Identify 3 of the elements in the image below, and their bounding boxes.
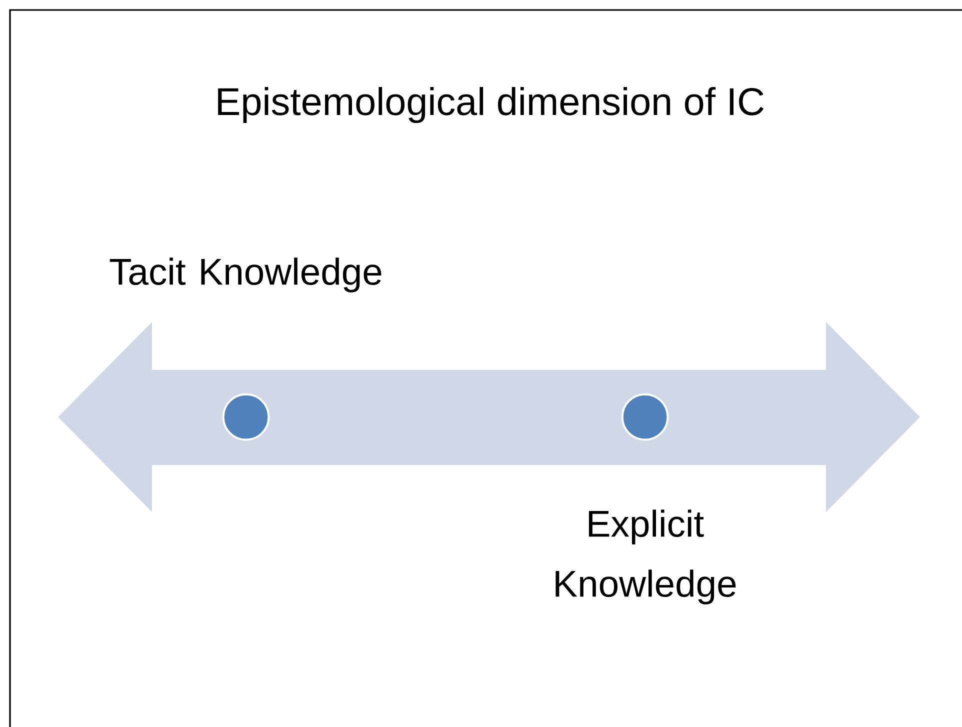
point-label: Tacit Knowledge [110,258,382,292]
title: Epistemological dimension of IC [218,86,764,124]
point-label: Explicit Knowledge [556,510,736,604]
